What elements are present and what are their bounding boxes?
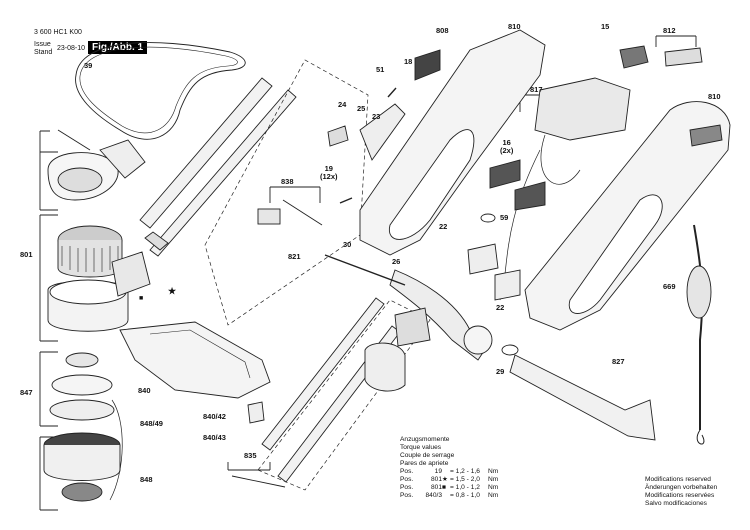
torque-row: Pos. 19 = 1,2 - 1,6 Nm xyxy=(400,468,498,476)
torque-title-en: Torque values xyxy=(400,444,442,451)
label-801: 801 xyxy=(20,250,33,259)
label-810-top: 810 xyxy=(508,22,521,31)
tube-827 xyxy=(509,354,656,441)
label-23: 23 xyxy=(372,112,381,121)
label-26: 26 xyxy=(392,257,401,266)
bracket-812 xyxy=(655,35,697,47)
label-847: 847 xyxy=(20,388,33,397)
label-848-49: 848/49 xyxy=(140,419,163,428)
label-812: 812 xyxy=(663,26,676,35)
bracket-838 xyxy=(269,186,321,203)
label-30: 30 xyxy=(343,240,352,249)
label-51: 51 xyxy=(376,65,385,74)
torque-row: Pos. 840/3 = 0,8 - 1,0 Nm xyxy=(400,492,498,500)
housing-half-right xyxy=(524,101,731,331)
torque-value: = 1,2 - 1,6 xyxy=(450,468,480,475)
star-symbol: ★ xyxy=(168,286,177,296)
label-39: 39 xyxy=(84,61,93,70)
ring-29 xyxy=(501,344,519,356)
torque-unit: Nm xyxy=(488,484,499,491)
figure-badge: Fig./Abb. 1 xyxy=(88,41,148,54)
note-es: Salvo modificaciones xyxy=(645,500,707,507)
label-848: 848 xyxy=(140,475,153,484)
ring-59 xyxy=(480,213,496,223)
label-18: 18 xyxy=(404,57,413,66)
issue-date: 23-08-10 xyxy=(57,45,86,52)
torque-value: = 0,8 - 1,0 xyxy=(450,492,480,499)
part-808 xyxy=(414,49,441,81)
electronics-817 xyxy=(534,77,631,141)
torque-row: Pos. 801■ = 1,0 - 1,2 Nm xyxy=(400,484,498,492)
label-29: 29 xyxy=(496,367,505,376)
note-fr: Modifications reservées xyxy=(645,492,715,499)
label-838: 838 xyxy=(281,177,294,186)
label-840: 840 xyxy=(138,386,151,395)
guard-840 xyxy=(119,321,271,399)
torque-unit: Nm xyxy=(488,492,499,499)
torque-pos: Pos. xyxy=(400,476,414,483)
label-835: 835 xyxy=(244,451,257,460)
note-de: Änderungen vorbehalten xyxy=(645,484,718,491)
torque-title-es: Pares de apriete xyxy=(400,460,449,467)
torque-pos: Pos. xyxy=(400,468,414,475)
label-817: 817 xyxy=(530,85,543,94)
label-840-43: 840/43 xyxy=(203,433,226,442)
label-808: 808 xyxy=(436,26,449,35)
strap-669 xyxy=(693,224,704,430)
label-22-top: 22 xyxy=(439,222,448,231)
belt-39 xyxy=(75,42,246,140)
torque-unit: Nm xyxy=(488,468,499,475)
label-669: 669 xyxy=(663,282,676,291)
bracket-801 xyxy=(39,214,58,342)
torque-values-block: Anzugsmomente Torque values Couple de se… xyxy=(400,436,498,500)
torque-value: = 1,0 - 1,2 xyxy=(450,484,480,491)
doc-number: 3 600 HC1 K00 xyxy=(34,29,82,36)
label-59: 59 xyxy=(500,213,509,222)
bracket-847 xyxy=(39,351,58,427)
square-symbol: ■ xyxy=(139,295,144,302)
stand-label: Stand xyxy=(34,49,53,56)
label-24: 24 xyxy=(338,100,347,109)
torque-mark: ■ xyxy=(442,484,446,491)
torque-mark: ★ xyxy=(442,476,448,483)
torque-title-fr: Couple de serrage xyxy=(400,452,455,459)
label-821: 821 xyxy=(288,252,301,261)
label-810-right: 810 xyxy=(708,92,721,101)
spool-cap xyxy=(65,352,99,368)
torque-unit: Nm xyxy=(488,476,499,483)
torque-ref: 19 xyxy=(434,468,442,475)
rail-1 xyxy=(139,77,273,229)
rail-2 xyxy=(149,89,297,257)
torque-ref: 801 xyxy=(430,476,442,483)
torque-pos: Pos. xyxy=(400,484,414,491)
label-19: 19 (12x) xyxy=(320,164,338,181)
label-22-bottom: 22 xyxy=(496,303,505,312)
modification-notes: Modifications reserved Änderungen vorbeh… xyxy=(645,476,717,508)
dashed-group-outline xyxy=(204,59,369,326)
torque-pos: Pos. xyxy=(400,492,414,499)
torque-title-de: Anzugsmomente xyxy=(400,436,450,443)
torque-ref: 840/3 xyxy=(425,492,442,499)
label-840-42: 840/42 xyxy=(203,412,226,421)
label-15: 15 xyxy=(601,22,610,31)
torque-row: Pos. 801★= 1,5 - 2,0 Nm xyxy=(400,476,498,484)
torque-ref: 801 xyxy=(430,484,442,491)
part-15 xyxy=(619,45,649,69)
note-en: Modifications reserved xyxy=(645,476,711,483)
bracket-upper-left xyxy=(39,130,58,211)
label-25: 25 xyxy=(357,104,366,113)
label-827: 827 xyxy=(612,357,625,366)
issue-label: Issue xyxy=(34,41,51,48)
torque-value: = 1,5 - 2,0 xyxy=(450,476,480,483)
label-16: 16 (2x) xyxy=(500,138,514,155)
cover-838 xyxy=(257,208,281,225)
